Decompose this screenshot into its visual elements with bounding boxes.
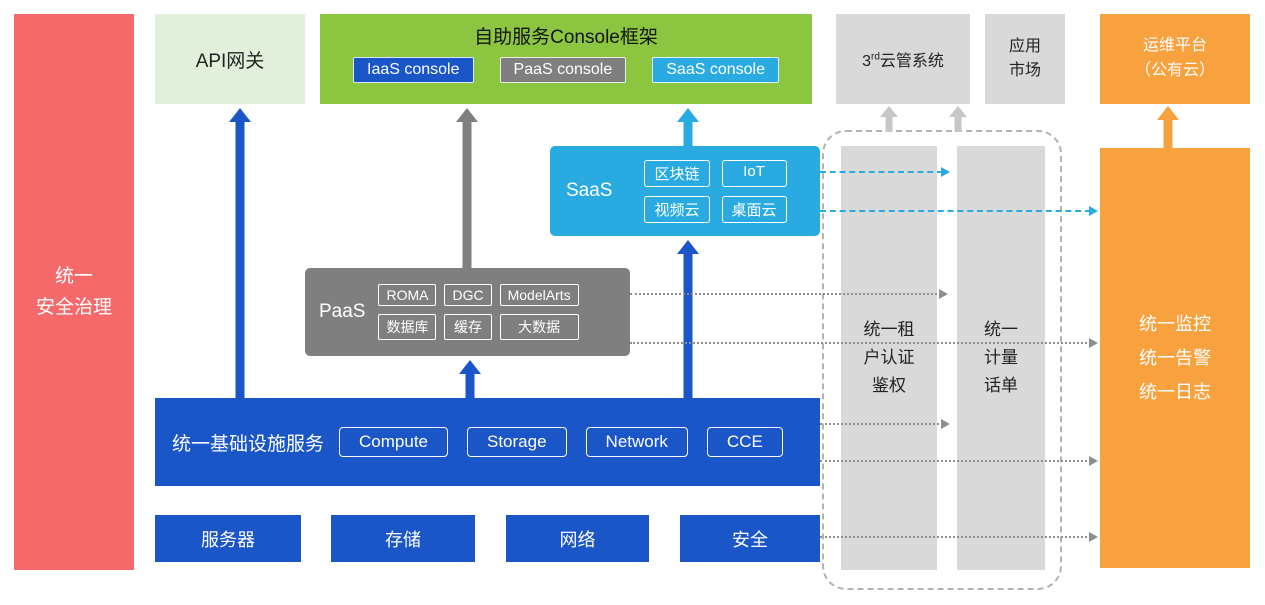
paas-console-chip: PaaS console: [499, 57, 627, 83]
server-box: 服务器: [155, 515, 301, 562]
unified-security-governance-bar: 统一 安全治理: [14, 14, 134, 570]
arrow-monitor-to-om-platform: [1156, 106, 1180, 148]
iaas-console-chip: IaaS console: [353, 57, 474, 83]
arrow-infra-to-api-gateway: [228, 108, 252, 398]
saas-chip-iot: IoT: [721, 159, 787, 187]
om-platform-public-cloud-box: 运维平台 （公有云）: [1100, 14, 1250, 104]
api-gateway-box: API网关: [155, 14, 305, 104]
saas-layer-label: SaaS: [566, 180, 613, 201]
storage-box: 存储: [331, 515, 475, 562]
console-chip-row: IaaS console PaaS console SaaS console: [353, 57, 779, 83]
saas-layer-box: SaaS 区块链 IoT 视频云 桌面云: [550, 146, 820, 236]
shared-services-dashed-frame: [822, 130, 1062, 590]
network-box: 网络: [506, 515, 649, 562]
infrastructure-label: 统一基础设施服务: [172, 433, 325, 455]
paas-chip-bigdata: 大数据: [499, 314, 579, 340]
arrow-paas-to-console: [455, 108, 479, 268]
infra-chip-network: Network: [585, 427, 688, 457]
app-market-box: 应用 市场: [985, 14, 1065, 104]
paas-chip-database: 数据库: [378, 314, 437, 340]
infra-chip-storage: Storage: [467, 427, 567, 457]
self-service-console-frame: 自助服务Console框架 IaaS console PaaS console …: [320, 14, 812, 104]
saas-service-grid: 区块链 IoT 视频云 桌面云: [644, 159, 787, 223]
paas-chip-dgc: DGC: [444, 284, 492, 306]
arrow-auth-to-third-party: [880, 106, 898, 132]
saas-console-chip: SaaS console: [652, 57, 779, 83]
paas-chip-roma: ROMA: [378, 284, 437, 306]
infra-chip-cce: CCE: [706, 427, 783, 457]
paas-layer-label: PaaS: [319, 301, 366, 322]
paas-chip-cache: 缓存: [444, 314, 492, 340]
unified-metering-bar: 统一 计量 话单: [957, 146, 1045, 570]
infra-chip-compute: Compute: [339, 427, 448, 457]
arrow-infra-to-saas: [676, 240, 700, 398]
saas-chip-desktop-cloud: 桌面云: [721, 195, 787, 223]
third-party-cloud-mgmt-box: 3rd云管系统: [836, 14, 970, 104]
arrow-saas-to-console: [676, 108, 700, 146]
paas-chip-modelarts: ModelArts: [499, 284, 579, 306]
paas-service-grid: ROMA DGC ModelArts 数据库 缓存 大数据: [378, 284, 579, 340]
unified-tenant-auth-bar: 统一租 户认证 鉴权: [841, 146, 937, 570]
paas-layer-box: PaaS ROMA DGC ModelArts 数据库 缓存 大数据: [305, 268, 630, 356]
arrow-infra-to-paas: [458, 360, 482, 398]
saas-chip-video-cloud: 视频云: [644, 195, 710, 223]
third-party-label: 3rd云管系统: [862, 51, 944, 70]
console-frame-title: 自助服务Console框架: [474, 27, 658, 48]
unified-infrastructure-box: 统一基础设施服务 Compute Storage Network CCE: [155, 398, 820, 486]
saas-chip-blockchain: 区块链: [644, 159, 710, 187]
infrastructure-service-grid: Compute Storage Network CCE: [339, 427, 783, 457]
security-box: 安全: [680, 515, 820, 562]
unified-monitoring-bar: 统一监控 统一告警 统一日志: [1100, 148, 1250, 568]
arrow-billing-to-third-party: [949, 106, 967, 132]
